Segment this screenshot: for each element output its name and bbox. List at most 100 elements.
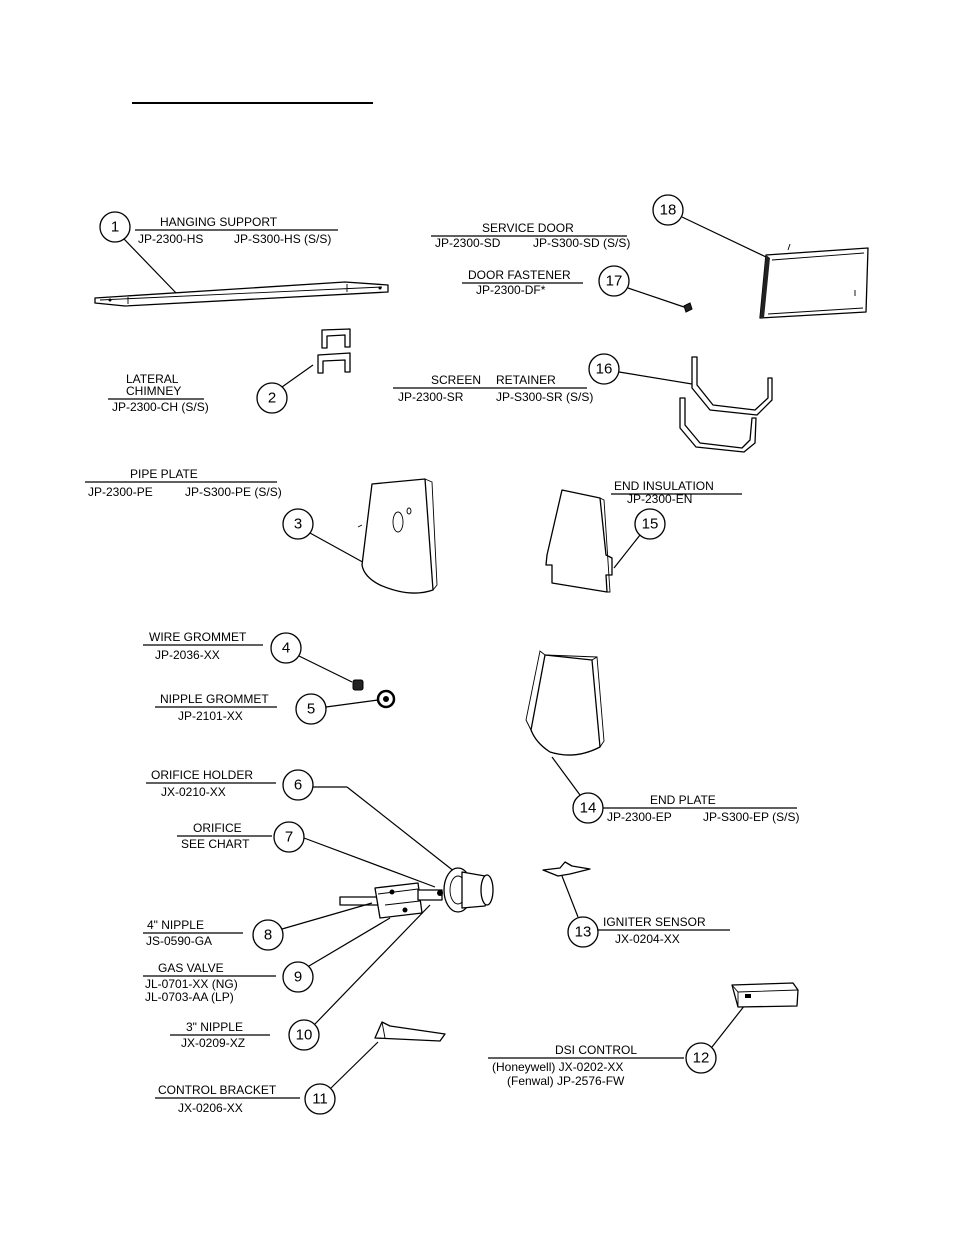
leader-4 bbox=[298, 655, 353, 683]
part-18-code-1: JP-2300-SD bbox=[435, 236, 501, 250]
callout-17 bbox=[598, 265, 630, 297]
leader-3 bbox=[309, 532, 369, 566]
part-14-code-2: JP-S300-EP (S/S) bbox=[703, 810, 799, 824]
part-2-title-line-1: LATERAL bbox=[126, 372, 179, 386]
callout-13-number: 13 bbox=[575, 924, 592, 941]
callout-7-number: 7 bbox=[285, 829, 293, 846]
part-4-title: WIRE GROMMET bbox=[149, 630, 247, 644]
part-2-title-line-2: CHIMNEY bbox=[126, 384, 181, 398]
part-13-code-1: JX-0204-XX bbox=[615, 932, 680, 946]
callout-8 bbox=[252, 919, 284, 951]
part-3-code-1: JP-2300-PE bbox=[88, 485, 153, 499]
part-12-title: DSI CONTROL bbox=[555, 1043, 637, 1057]
callout-10-number: 10 bbox=[296, 1027, 313, 1044]
callout-1 bbox=[99, 211, 131, 243]
callout-3-number: 3 bbox=[294, 516, 302, 533]
part-11-code-1: JX-0206-XX bbox=[178, 1101, 243, 1115]
wire-grommet-illustration bbox=[352, 679, 364, 691]
part-1-code-2: JP-S300-HS (S/S) bbox=[234, 232, 331, 246]
callout-6 bbox=[282, 769, 314, 801]
leader-7 bbox=[303, 837, 436, 888]
callout-18-number: 18 bbox=[660, 202, 677, 219]
part-12-dsi-control: DSI CONTROL (Honeywell) JX-0202-XX (Fenw… bbox=[488, 982, 799, 1088]
part-7-code-1: SEE CHART bbox=[181, 837, 250, 851]
part-5-title: NIPPLE GROMMET bbox=[160, 692, 269, 706]
part-18-code-2: JP-S300-SD (S/S) bbox=[533, 236, 630, 250]
part-16-screen-retainer: SCREEN RETAINER JP-2300-SR JP-S300-SR (S… bbox=[393, 353, 773, 453]
callout-4 bbox=[270, 632, 302, 664]
part-1-title: HANGING SUPPORT bbox=[160, 215, 278, 229]
part-13-title: IGNITER SENSOR bbox=[603, 915, 706, 929]
callout-9-number: 9 bbox=[294, 969, 302, 986]
part-9-title: GAS VALVE bbox=[158, 961, 224, 975]
part-5-code-1: JP-2101-XX bbox=[178, 709, 243, 723]
callout-18 bbox=[652, 194, 684, 226]
part-15-end-insulation: END INSULATION JP-2300-EN 15 bbox=[545, 479, 742, 593]
leader-14 bbox=[551, 756, 581, 796]
part-16-title-word-2: RETAINER bbox=[496, 373, 556, 387]
screen-retainer-illustration-bottom bbox=[679, 397, 757, 453]
part-6-code-1: JX-0210-XX bbox=[161, 785, 226, 799]
part-9-gas-valve: GAS VALVE JL-0701-XX (NG) JL-0703-AA (LP… bbox=[143, 917, 391, 1004]
callout-14-number: 14 bbox=[580, 800, 597, 817]
callout-15-number: 15 bbox=[642, 516, 659, 533]
part-14-title: END PLATE bbox=[650, 793, 716, 807]
part-6-title: ORIFICE HOLDER bbox=[151, 768, 253, 782]
lateral-chimney-illustration-bottom bbox=[317, 352, 351, 374]
leader-5 bbox=[325, 699, 379, 708]
part-4-wire-grommet: WIRE GROMMET JP-2036-XX 4 bbox=[143, 630, 364, 691]
control-bracket-illustration bbox=[374, 1021, 446, 1042]
callout-16-number: 16 bbox=[596, 361, 613, 378]
part-3-title: PIPE PLATE bbox=[130, 467, 198, 481]
part-11-control-bracket: CONTROL BRACKET JX-0206-XX 11 bbox=[155, 1021, 446, 1115]
part-3-pipe-plate: PIPE PLATE JP-2300-PE JP-S300-PE (S/S) 3 bbox=[85, 467, 438, 594]
callout-1-number: 1 bbox=[111, 219, 119, 236]
gas-train-illustration bbox=[339, 867, 494, 919]
leader-9 bbox=[308, 917, 391, 967]
part-15-title: END INSULATION bbox=[614, 479, 714, 493]
callout-12-number: 12 bbox=[693, 1050, 710, 1067]
callout-15 bbox=[634, 508, 666, 540]
part-16-code-2: JP-S300-SR (S/S) bbox=[496, 390, 593, 404]
end-plate-illustration bbox=[530, 654, 601, 756]
callout-4-number: 4 bbox=[282, 640, 290, 657]
part-7-orifice: ORIFICE SEE CHART 7 bbox=[177, 821, 436, 888]
callout-13 bbox=[567, 916, 599, 948]
dsi-control-illustration bbox=[731, 982, 799, 1008]
part-17-code-1: JP-2300-DF* bbox=[476, 283, 546, 297]
part-17-title: DOOR FASTENER bbox=[468, 268, 571, 282]
part-10-title: 3" NIPPLE bbox=[186, 1020, 243, 1034]
callout-12 bbox=[685, 1042, 717, 1074]
callout-17-number: 17 bbox=[606, 273, 623, 290]
leader-13 bbox=[561, 875, 579, 918]
callout-11 bbox=[304, 1083, 336, 1115]
part-2-code-1: JP-2300-CH (S/S) bbox=[112, 400, 209, 414]
part-14-end-plate: 14 END PLATE JP-2300-EP JP-S300-EP (S/S) bbox=[525, 650, 799, 824]
leader-18 bbox=[681, 216, 767, 258]
part-15-code-1: JP-2300-EN bbox=[627, 492, 692, 506]
leader-6 bbox=[346, 786, 456, 873]
callout-7 bbox=[273, 821, 305, 853]
part-16-title-word-1: SCREEN bbox=[431, 373, 481, 387]
end-insulation-illustration bbox=[545, 489, 613, 593]
part-3-code-2: JP-S300-PE (S/S) bbox=[185, 485, 282, 499]
part-4-code-1: JP-2036-XX bbox=[155, 648, 220, 662]
part-1-hanging-support: HANGING SUPPORT JP-2300-HS JP-S300-HS (S… bbox=[94, 211, 389, 307]
callout-8-number: 8 bbox=[264, 927, 272, 944]
leader-16 bbox=[618, 371, 693, 385]
part-2-lateral-chimney: LATERAL CHIMNEY JP-2300-CH (S/S) 2 bbox=[108, 328, 351, 414]
callout-3 bbox=[282, 508, 314, 540]
leader-2 bbox=[281, 364, 314, 388]
lateral-chimney-illustration-top bbox=[321, 328, 351, 349]
part-10-code-1: JX-0209-XZ bbox=[181, 1036, 245, 1050]
callout-2 bbox=[256, 382, 288, 414]
leader-1 bbox=[123, 238, 179, 296]
part-14-code-1: JP-2300-EP bbox=[607, 810, 672, 824]
screen-retainer-illustration-top bbox=[691, 356, 773, 416]
leader-17 bbox=[627, 287, 685, 308]
door-fastener-illustration bbox=[683, 302, 693, 313]
part-11-title: CONTROL BRACKET bbox=[158, 1083, 277, 1097]
leader-10 bbox=[314, 904, 431, 1025]
part-8-code-1: JS-0590-GA bbox=[146, 934, 212, 948]
